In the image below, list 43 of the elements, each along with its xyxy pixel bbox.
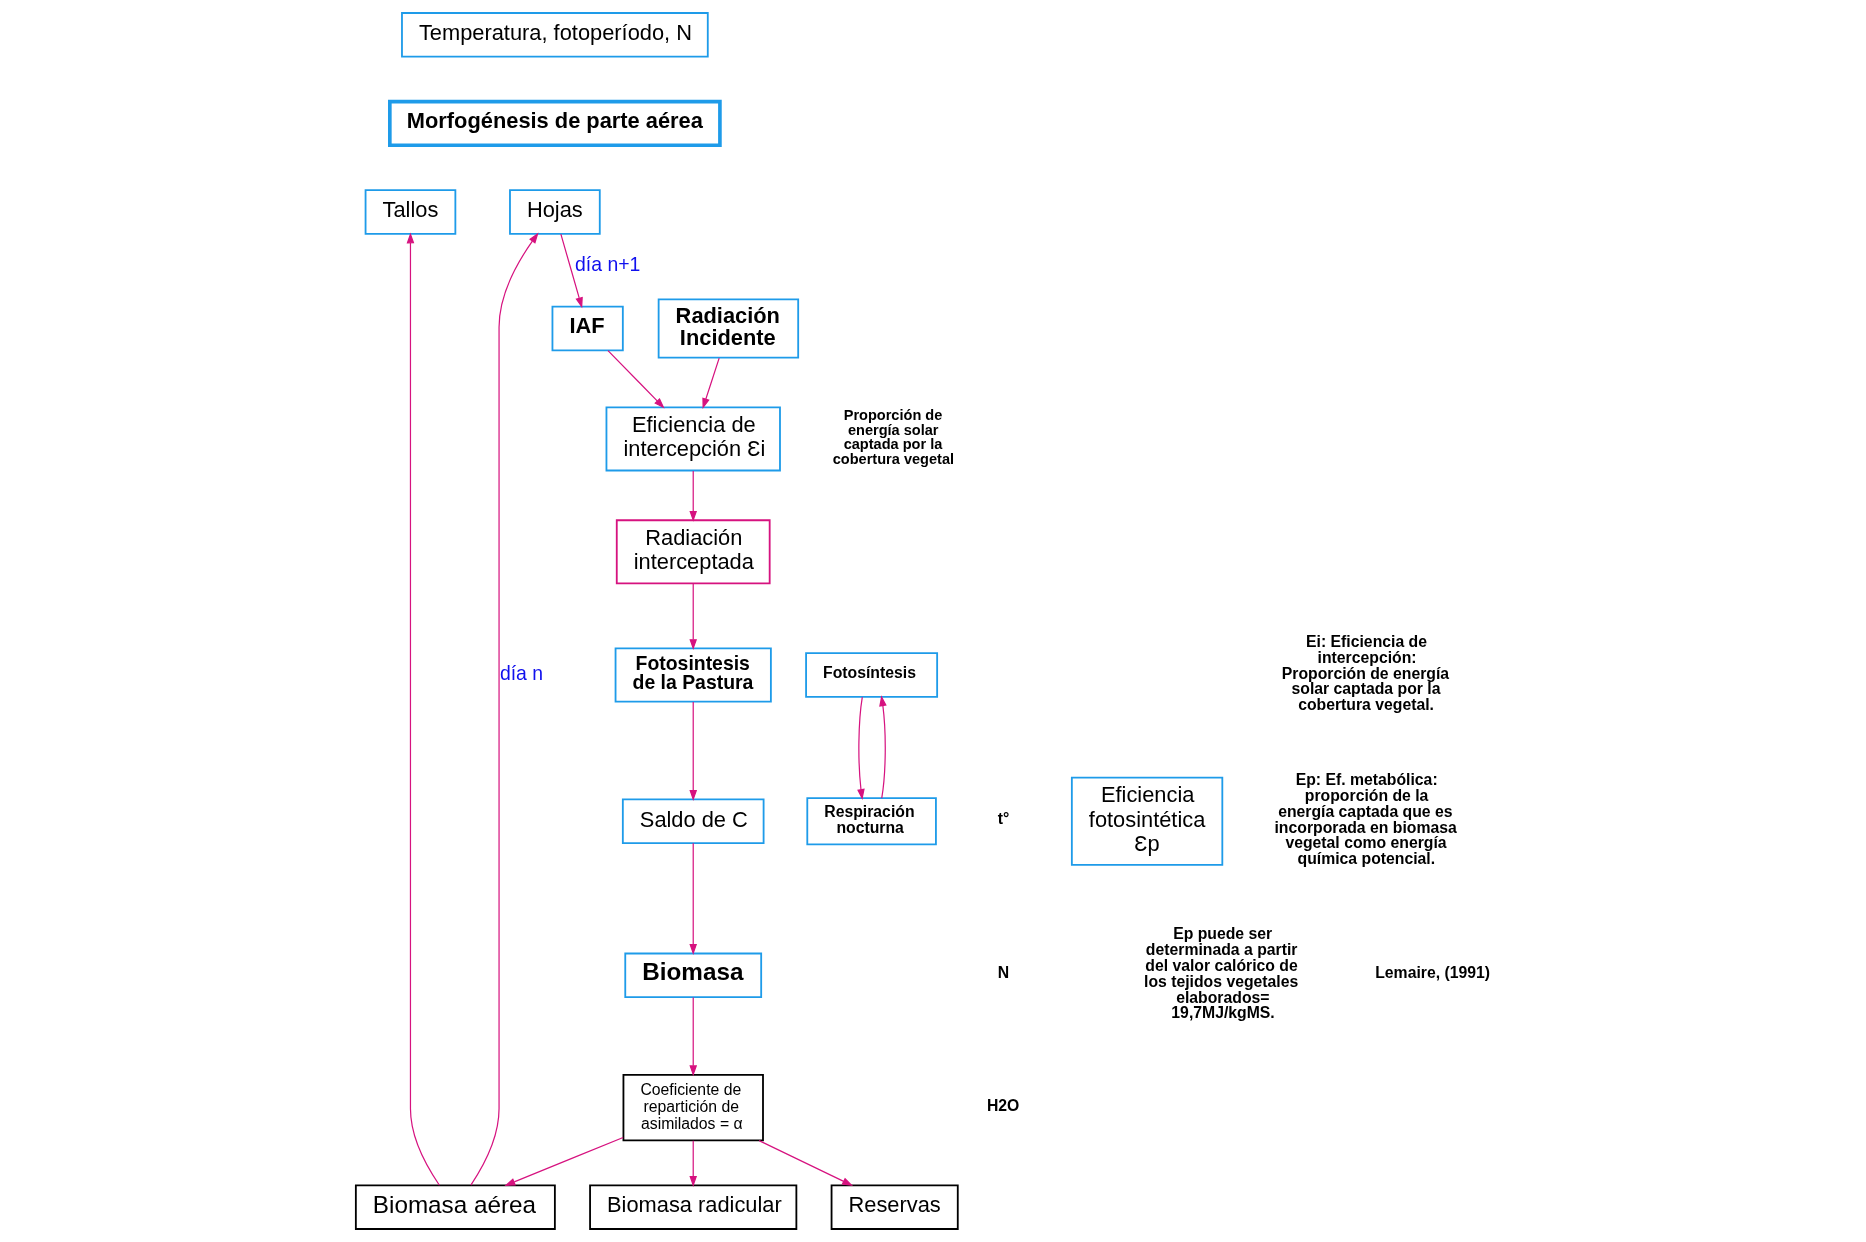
arrow	[406, 232, 440, 1186]
node-box: Reservas	[830, 1184, 959, 1230]
label: Ep: Ef. metabólica: proporción de la energía captada que es incorporada en biomasa vegetal como energía química potencial.	[1274, 771, 1457, 868]
arrow	[758, 1140, 853, 1186]
label: Lemaire, (1991)	[1374, 964, 1490, 982]
node-box: Respiración nocturna	[805, 797, 937, 846]
node-box: Morfogénesis de parte aérea	[387, 99, 722, 148]
node-box: Radiación interceptada	[615, 519, 771, 585]
arrow	[878, 695, 887, 799]
arrow	[688, 470, 697, 522]
arrow	[606, 349, 665, 409]
arrow	[688, 701, 697, 802]
node-box: Eficiencia de intercepción Ɛi	[605, 406, 781, 472]
node-box: Fotosintesis de la Pastura	[614, 647, 772, 703]
arrow	[469, 232, 539, 1186]
node-box: Temperatura, fotoperíodo, N	[400, 12, 709, 58]
node-box: Biomasa	[623, 952, 762, 999]
node-box: Coeficiente de repartición de asimilados = α	[622, 1073, 764, 1142]
label: t°	[997, 810, 1009, 828]
label: Ei: Eficiencia de intercepción: Proporción de energía solar captada por la cobertura vegetal.	[1281, 632, 1449, 714]
arrow	[701, 357, 720, 410]
arrow	[559, 233, 583, 309]
node-box: Saldo de C	[621, 798, 764, 844]
node-box: Radiación Incidente	[657, 298, 799, 359]
arrow	[503, 1136, 624, 1186]
node-box: Biomasa aérea	[354, 1184, 556, 1230]
node-box: Hojas	[508, 189, 601, 235]
label: Ep puede ser determinada a partir del valor calórico de los tejidos vegetales elaborados= 19,7MJ/kgMS.	[1143, 925, 1298, 1022]
node-box: IAF	[551, 305, 624, 352]
arrow	[688, 1140, 697, 1187]
label: N	[997, 964, 1009, 982]
arrow	[856, 696, 865, 800]
arrow	[688, 996, 697, 1077]
node-box: Eficiencia fotosintética Ɛp	[1070, 776, 1223, 866]
label: H2O	[986, 1096, 1019, 1114]
node-box: Tallos	[364, 189, 456, 235]
edge-label: día n	[499, 661, 543, 684]
node-box: Fotosíntesis	[804, 652, 938, 698]
node-label: Proporción de energía solar captada por la cobertura vegetal	[832, 407, 954, 467]
edge-label: día n+1	[574, 253, 640, 276]
node-box: Biomasa radicular	[588, 1184, 797, 1230]
arrow	[688, 842, 697, 955]
arrow	[688, 582, 697, 651]
